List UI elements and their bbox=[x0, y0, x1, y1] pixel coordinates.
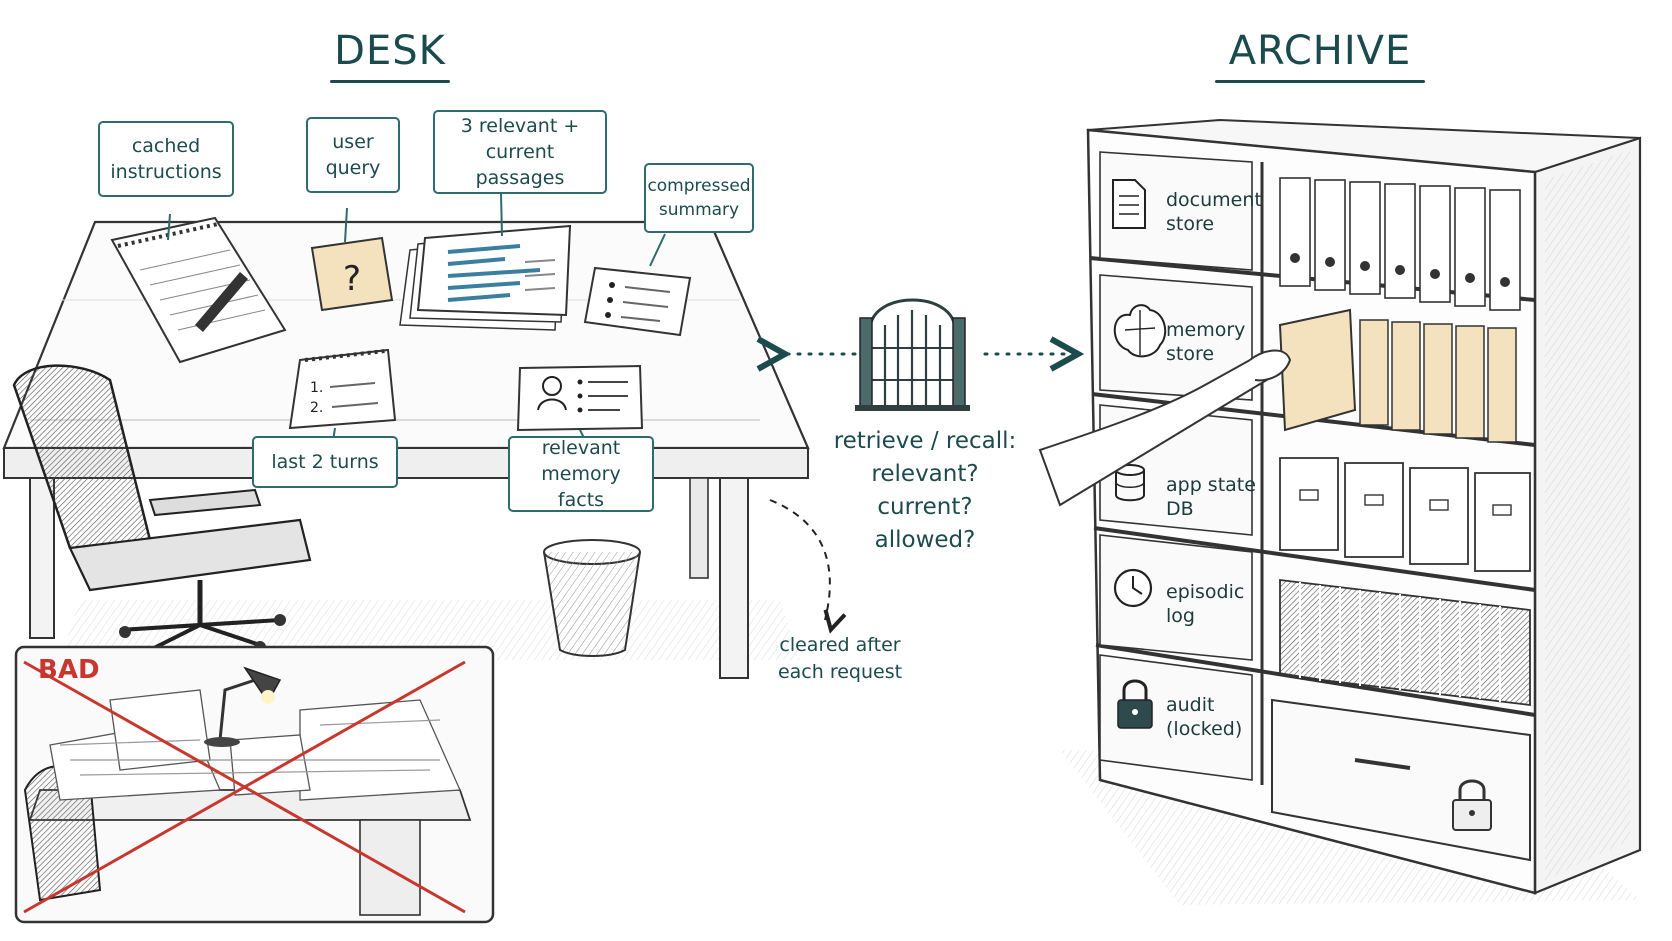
question-card: ? bbox=[310, 236, 394, 312]
shelf-label-memory-store: memory store bbox=[1166, 319, 1246, 365]
list-number-2: 2. bbox=[310, 400, 323, 416]
compressed-summary-tag: compressed summary bbox=[644, 163, 754, 233]
document-icon bbox=[1112, 179, 1146, 229]
archive-title: ARCHIVE bbox=[1215, 28, 1425, 83]
binders-row bbox=[1279, 177, 1521, 311]
passages-stack bbox=[399, 224, 572, 331]
cached-instructions-tag: cached instructions bbox=[98, 121, 234, 197]
user-query-tag: user query bbox=[306, 117, 400, 193]
archive-cabinet bbox=[1038, 118, 1642, 905]
brain-icon bbox=[1113, 304, 1167, 358]
list-number-1: 1. bbox=[310, 380, 323, 396]
desk-title-underline bbox=[330, 80, 450, 83]
bad-label: BAD bbox=[38, 655, 100, 685]
memory-facts-tag: relevant memory facts bbox=[508, 436, 654, 512]
reaching-hand bbox=[1038, 349, 1292, 507]
wastebasket-icon bbox=[543, 539, 641, 657]
desk-title-text: DESK bbox=[334, 28, 446, 74]
bad-example-inset bbox=[14, 645, 495, 924]
notepad-icon bbox=[110, 216, 287, 364]
office-chair bbox=[12, 364, 312, 658]
log-books bbox=[1279, 578, 1531, 707]
gate-caption: retrieve / recall: relevant? current? al… bbox=[833, 428, 1017, 553]
archive-title-text: ARCHIVE bbox=[1228, 28, 1412, 74]
locked-drawer bbox=[1271, 698, 1531, 862]
relevant-passages-tag: 3 relevant + current passages bbox=[433, 110, 607, 194]
memory-fact-card bbox=[516, 364, 644, 432]
gate-icon bbox=[855, 298, 970, 411]
shelf-label-audit-locked: audit (locked) bbox=[1166, 694, 1243, 740]
memory-folders bbox=[1278, 308, 1517, 443]
summary-card bbox=[583, 266, 692, 337]
question-mark: ? bbox=[343, 259, 361, 299]
last-turns-tag: last 2 turns bbox=[252, 436, 398, 488]
turns-notepad: 1. 2. bbox=[288, 348, 397, 430]
desk-illustration: ? 1. 2. bbox=[2, 193, 830, 679]
shelf-label-app-state-db: app state DB bbox=[1166, 474, 1256, 520]
shelf-label-episodic-log: episodic log bbox=[1166, 581, 1245, 627]
lock-icon bbox=[1117, 679, 1153, 729]
clock-icon bbox=[1113, 568, 1153, 608]
cleared-note: cleared after each request bbox=[777, 634, 903, 683]
archive-title-underline bbox=[1215, 80, 1425, 83]
desk-title: DESK bbox=[330, 28, 450, 83]
shelf-label-document-store: document store bbox=[1166, 189, 1262, 235]
storage-boxes bbox=[1279, 457, 1531, 572]
